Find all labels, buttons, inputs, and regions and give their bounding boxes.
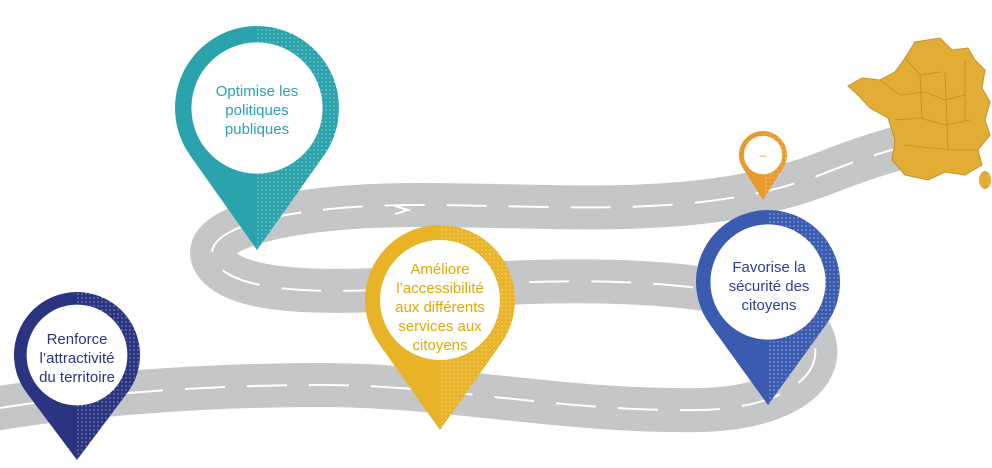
pin-optimise-line: politiques — [225, 102, 289, 119]
pin-label-small: – — [748, 146, 778, 165]
pin-small — [739, 131, 787, 200]
pin-ameliore-inner-circle — [380, 240, 500, 360]
pin-small-inner-circle — [743, 135, 783, 175]
pin-label-favorise: Favorise la sécurité des citoyens — [710, 258, 828, 315]
pin-renforce-line: l’attractivité — [39, 350, 115, 367]
pin-optimise-line: publiques — [224, 121, 290, 138]
pin-favorise-line: Favorise la — [732, 259, 806, 276]
pin-ameliore-line: l’accessibilité — [396, 280, 484, 297]
pin-favorise-inner-circle — [710, 224, 826, 340]
road — [0, 118, 957, 433]
pin-ameliore-line: aux différents — [395, 299, 485, 316]
pin-ameliore-line: Améliore — [410, 261, 470, 278]
pin-favorise-line: sécurité des — [728, 278, 810, 295]
road-arrow-icon — [394, 205, 412, 215]
pin-ameliore-line: citoyens — [412, 337, 468, 354]
pin-favorise-line: citoyens — [741, 297, 797, 314]
pin-label-optimise: Optimise les politiques publiques — [198, 82, 316, 139]
pin-label-renforce: Renforce l’attractivité du territoire — [22, 330, 132, 387]
pin-small-line: – — [759, 148, 767, 162]
pin-label-ameliore: Améliore l’accessibilité aux différents ser… — [378, 260, 502, 355]
pin-renforce-inner-circle — [26, 304, 128, 406]
pin-ameliore-line: services aux — [398, 318, 482, 335]
pin-optimise-line: Optimise les — [215, 83, 299, 100]
pin-renforce-line: du territoire — [39, 369, 115, 386]
france-map — [847, 37, 991, 189]
pin-optimise-inner-circle — [191, 42, 323, 174]
pin-renforce-line: Renforce — [46, 331, 108, 348]
